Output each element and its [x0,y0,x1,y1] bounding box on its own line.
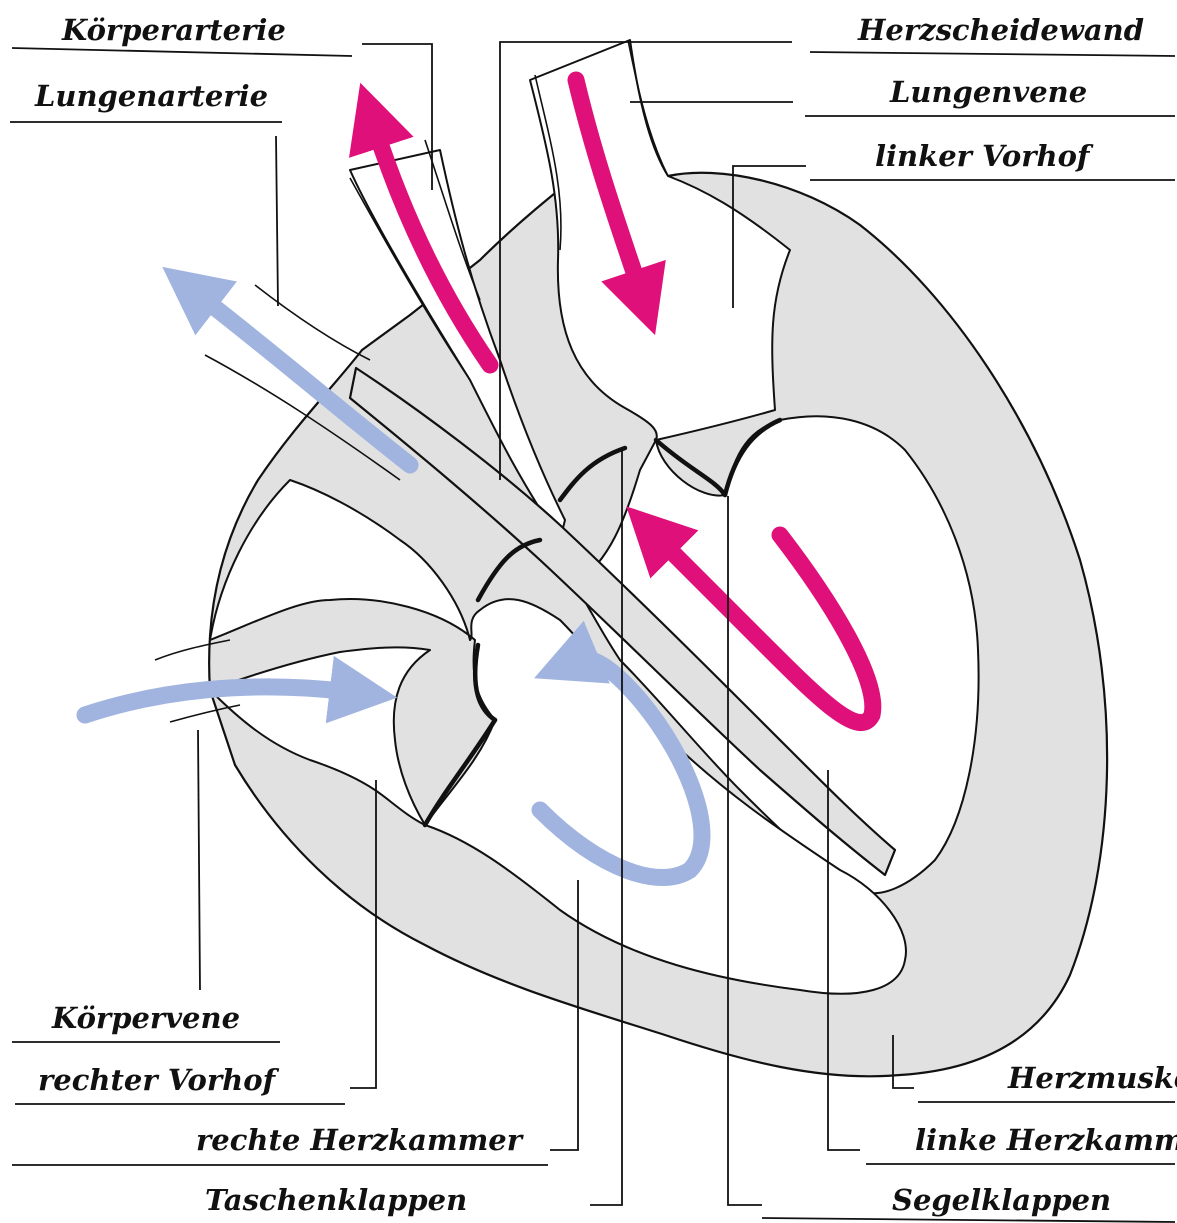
label-herzscheidewand: Herzscheidewand [857,13,1144,47]
label-koerperarterie: Körperarterie [61,13,286,47]
label-lungenarterie: Lungenarterie [34,79,268,113]
label-linke-herzkammer: linke Herzkammer [915,1123,1177,1157]
label-rechte-herzkammer: rechte Herzkammer [196,1123,525,1157]
label-koerpervene: Körpervene [51,1001,240,1035]
label-segelklappen: Segelklappen [892,1183,1111,1217]
label-lungenvene: Lungenvene [889,75,1087,109]
label-linker-vorhof: linker Vorhof [875,139,1094,173]
label-taschenklappen: Taschenklappen [205,1183,467,1217]
label-herzmuskel: Herzmuskel [1007,1061,1177,1095]
label-rechter-vorhof: rechter Vorhof [38,1063,280,1097]
